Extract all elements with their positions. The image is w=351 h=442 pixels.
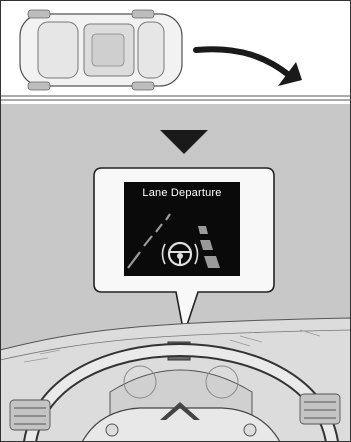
lane-lines [0,96,351,100]
display-message: Lane Departure [124,187,240,199]
car-top-view-icon [20,10,182,90]
curved-arrow-icon [196,49,302,86]
